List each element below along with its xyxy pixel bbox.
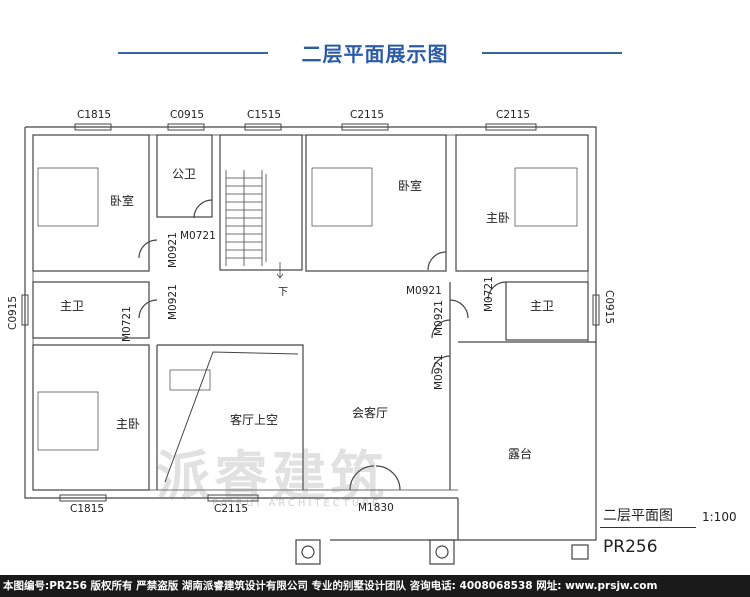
- room-master-bedroom-right: [455, 134, 589, 272]
- floor-plan: 卧室 公卫 卧室 主卧 主卫 主卫 主卧 客厅上空 会客厅 露台 下 C1815…: [7, 109, 615, 565]
- room-stairs: [219, 134, 303, 271]
- room-master-bath-right: [505, 281, 589, 341]
- door-d2: M0921: [167, 232, 179, 268]
- door-d4: M0721: [121, 306, 133, 342]
- footer-banner: 本图编号:PR256 版权所有 严禁盗版 湖南派睿建筑设计有限公司 专业的别墅设…: [0, 575, 750, 597]
- window-bottom-1: C1815: [70, 503, 104, 515]
- label-bedroom-center: 卧室: [398, 178, 422, 193]
- label-master-bedroom-left: 主卧: [116, 417, 140, 431]
- title-rule-right: [482, 52, 622, 54]
- legend-scale: 1:100: [702, 510, 737, 524]
- room-living-void: [157, 344, 304, 490]
- room-public-bath: [156, 134, 213, 218]
- legend-plan-title: 二层平面图: [603, 508, 673, 524]
- label-lounge: 会客厅: [352, 405, 388, 420]
- legend-code: PR256: [603, 537, 658, 557]
- room-master-bath-left: [32, 281, 150, 339]
- label-living-void: 客厅上空: [230, 412, 278, 427]
- window-top-4: C2115: [350, 109, 384, 121]
- window-bottom-2: C2115: [214, 503, 248, 515]
- room-bedroom-left: [32, 134, 150, 272]
- window-top-2: C0915: [170, 109, 204, 121]
- label-master-bath-left: 主卫: [60, 299, 84, 313]
- outer-wall-left-bottom: [24, 127, 458, 499]
- window-top-3: C1515: [247, 109, 281, 121]
- watermark-sub: PAIRUI ARCHITECTURE: [212, 498, 382, 509]
- title-rule-left: [118, 52, 268, 54]
- window-right: C0915: [603, 290, 615, 324]
- door-d8: M0921: [433, 354, 445, 390]
- window-top-1: C1815: [77, 109, 111, 121]
- label-terrace: 露台: [508, 446, 532, 461]
- label-bedroom-left: 卧室: [110, 193, 134, 208]
- label-master-bedroom-right: 主卧: [486, 211, 510, 225]
- label-stairs-down: 下: [278, 287, 288, 298]
- outer-wall-top: [25, 126, 597, 342]
- legend-underline: [600, 527, 696, 528]
- window-left: C0915: [7, 296, 19, 330]
- door-d7: M0721: [483, 276, 495, 312]
- door-main: M1830: [358, 502, 394, 514]
- door-d3: M0921: [167, 284, 179, 320]
- window-top-5: C2115: [496, 109, 530, 121]
- page-title: 二层平面展示图: [301, 42, 449, 66]
- door-d1: M0721: [180, 230, 216, 242]
- room-bedroom-center: [305, 134, 447, 272]
- terrace-outline: [330, 341, 597, 541]
- title-bar: 二层平面展示图: [0, 36, 750, 70]
- watermark-text: 派睿建筑: [156, 445, 388, 508]
- room-master-bedroom-left: [32, 344, 150, 491]
- door-d6: M0921: [433, 300, 445, 336]
- door-d5: M0921: [406, 285, 442, 297]
- label-master-bath-right: 主卫: [530, 299, 554, 313]
- label-public-bath: 公卫: [172, 167, 196, 181]
